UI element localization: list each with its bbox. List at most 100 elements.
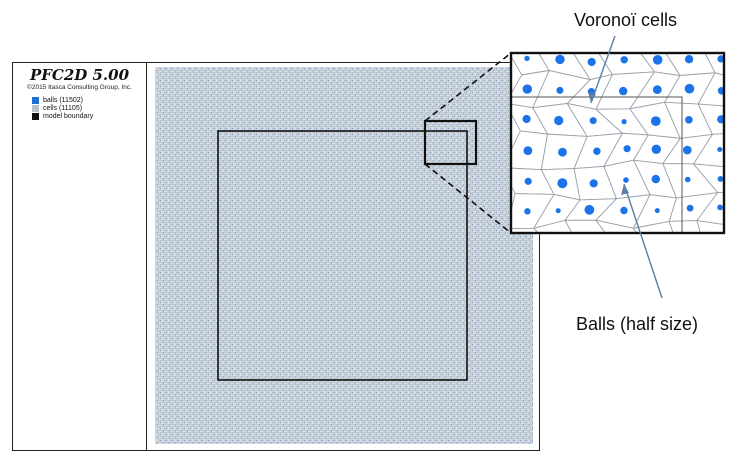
ball — [686, 204, 694, 212]
ball — [748, 54, 752, 64]
voronoi-cell — [564, 219, 606, 233]
ball — [654, 235, 662, 243]
zoom-boundary-corner — [511, 96, 683, 233]
ball — [747, 85, 752, 95]
voronoi-cell — [532, 219, 573, 233]
ball — [585, 263, 594, 272]
ball — [554, 115, 564, 126]
voronoi-cell — [696, 191, 724, 225]
ball — [685, 235, 692, 242]
ball — [746, 205, 752, 213]
ball — [683, 268, 689, 274]
voronoi-cell — [659, 254, 707, 286]
ball — [714, 236, 723, 245]
ball — [651, 174, 660, 184]
ball — [685, 116, 693, 124]
ball — [556, 86, 564, 94]
ball — [717, 204, 723, 211]
legend-panel: PFC2D 5.00 ©2015 Itasca Consulting Group… — [12, 62, 147, 451]
legend-item-boundary: model boundary — [32, 112, 93, 120]
ball — [652, 55, 663, 65]
legend-swatch-balls — [32, 96, 39, 104]
ball — [651, 144, 661, 154]
legend-label-boundary: model boundary — [43, 112, 94, 120]
connector-top — [424, 52, 512, 122]
legend-swatch-cells — [32, 104, 39, 112]
voronoi-cell — [697, 103, 724, 135]
voronoi-cell — [732, 102, 752, 132]
connector-bottom — [424, 163, 512, 234]
plot-title: PFC2D 5.00 — [29, 66, 130, 84]
ball — [555, 54, 565, 65]
ball — [589, 117, 597, 125]
voronoi-cell — [692, 163, 724, 194]
voronoi-cell — [731, 131, 752, 169]
ball — [748, 178, 752, 186]
ball — [524, 208, 531, 215]
ball — [623, 145, 631, 153]
voronoi-cell — [668, 220, 701, 233]
ball — [717, 55, 724, 63]
copyright-text: ©2015 Itasca Consulting Group, Inc. — [27, 84, 132, 91]
ball — [684, 55, 694, 64]
ball — [683, 145, 692, 155]
voronoi-cell — [692, 133, 724, 168]
ball — [584, 204, 595, 215]
balls-arrow — [623, 183, 663, 299]
legend-swatch-boundary — [32, 112, 39, 120]
voronoi-cell — [732, 72, 752, 106]
ball — [717, 176, 724, 182]
ball — [558, 147, 567, 157]
ball — [717, 87, 724, 95]
ball — [619, 263, 627, 271]
voronoi-callout: Voronoï cells — [574, 10, 678, 30]
voronoi-cell — [729, 42, 752, 80]
ball — [522, 114, 531, 124]
ball — [650, 116, 661, 126]
ball — [593, 147, 601, 155]
voronoi-cell — [594, 219, 637, 233]
ball — [717, 115, 724, 124]
ball — [522, 84, 532, 94]
ball — [555, 265, 562, 272]
voronoi-cell — [729, 257, 752, 289]
voronoi-cell — [629, 251, 681, 286]
ball — [621, 119, 627, 125]
legend-item-cells: cells (11105) — [32, 104, 93, 112]
zoom-inset-frame — [509, 51, 726, 235]
balls-callout: Balls (half size) — [576, 314, 699, 334]
ball — [620, 206, 628, 215]
ball — [620, 56, 628, 64]
voronoi-cell — [564, 250, 619, 289]
ball — [622, 232, 626, 233]
zoom-inset-cells — [511, 42, 752, 289]
voronoi-arrow — [590, 35, 616, 104]
model-boundary-square — [217, 130, 468, 381]
ball — [717, 147, 723, 152]
ball — [557, 178, 568, 189]
ball — [748, 238, 752, 244]
legend-list: balls (11502) cells (11105) model bounda… — [32, 96, 93, 120]
ball — [555, 233, 564, 242]
ball — [684, 176, 691, 183]
ball — [684, 83, 695, 94]
voronoi-cell — [697, 72, 724, 107]
ball — [524, 177, 532, 185]
ball — [619, 86, 628, 96]
balls-arrowhead — [621, 184, 629, 195]
voronoi-cell — [726, 192, 752, 225]
ball — [589, 179, 598, 188]
voronoi-cell — [534, 250, 581, 289]
voronoi-cell — [726, 224, 752, 260]
ball — [555, 208, 561, 214]
ball — [524, 55, 530, 62]
legend-label-cells: cells (11105) — [43, 104, 83, 112]
ball — [652, 85, 662, 94]
zoom-window — [423, 119, 478, 166]
ball — [623, 177, 629, 183]
ball — [716, 268, 723, 275]
ball — [587, 57, 596, 67]
voronoi-cell — [632, 220, 674, 233]
